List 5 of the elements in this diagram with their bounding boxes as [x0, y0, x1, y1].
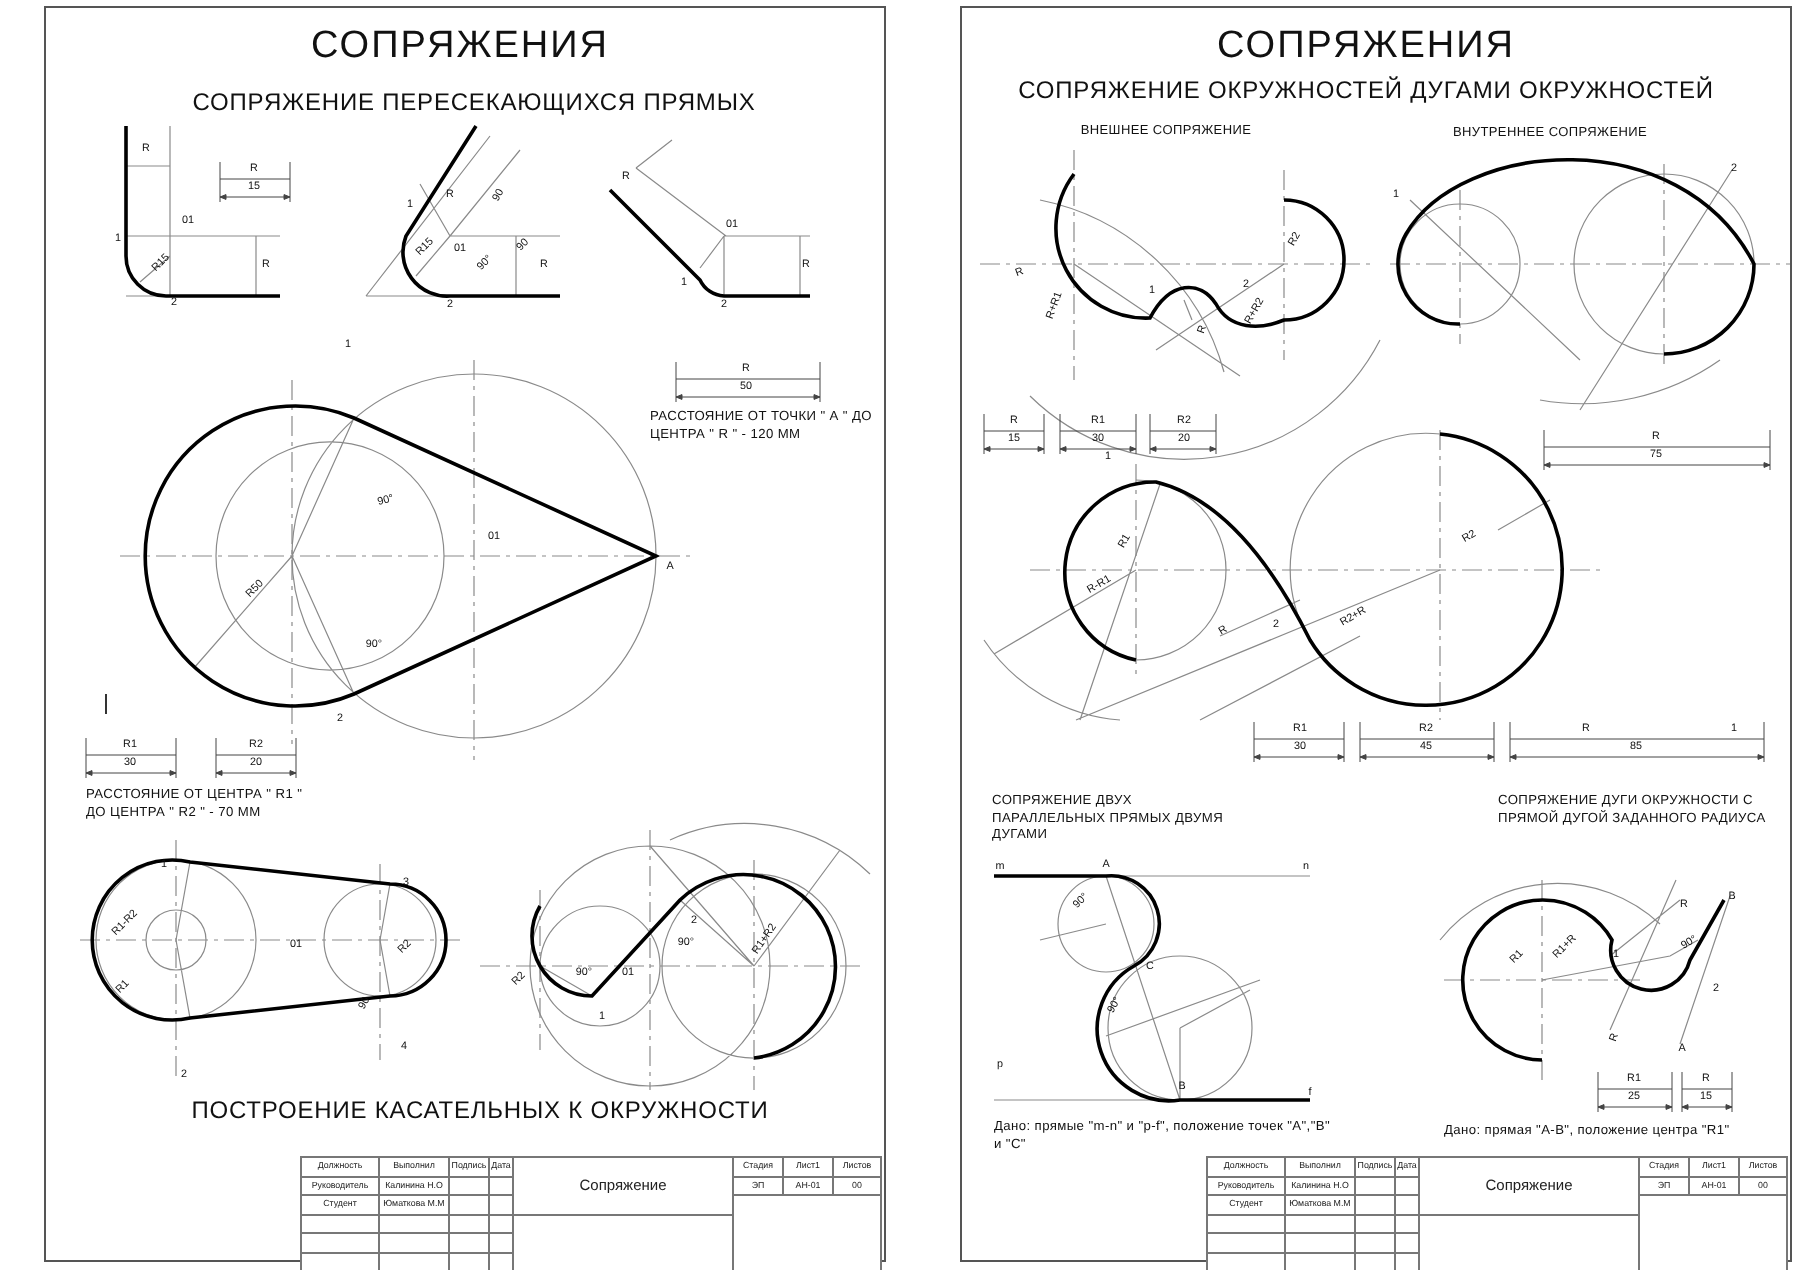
- section-heading: СОПРЯЖЕНИЕ ОКРУЖНОСТЕЙ ДУГАМИ ОКРУЖНОСТЕЙ: [1018, 76, 1714, 108]
- sheet-title: СОПРЯЖЕНИЯ: [310, 23, 610, 72]
- section-heading: СОПРЯЖЕНИЕ ПЕРЕСЕКАЮЩИХСЯ ПРЯМЫХ: [192, 88, 756, 120]
- section-heading: ПОСТРОЕНИЕ КАСАТЕЛЬНЫХ К ОКРУЖНОСТИ: [191, 1096, 769, 1128]
- sheet-title: СОПРЯЖЕНИЯ: [1216, 23, 1516, 72]
